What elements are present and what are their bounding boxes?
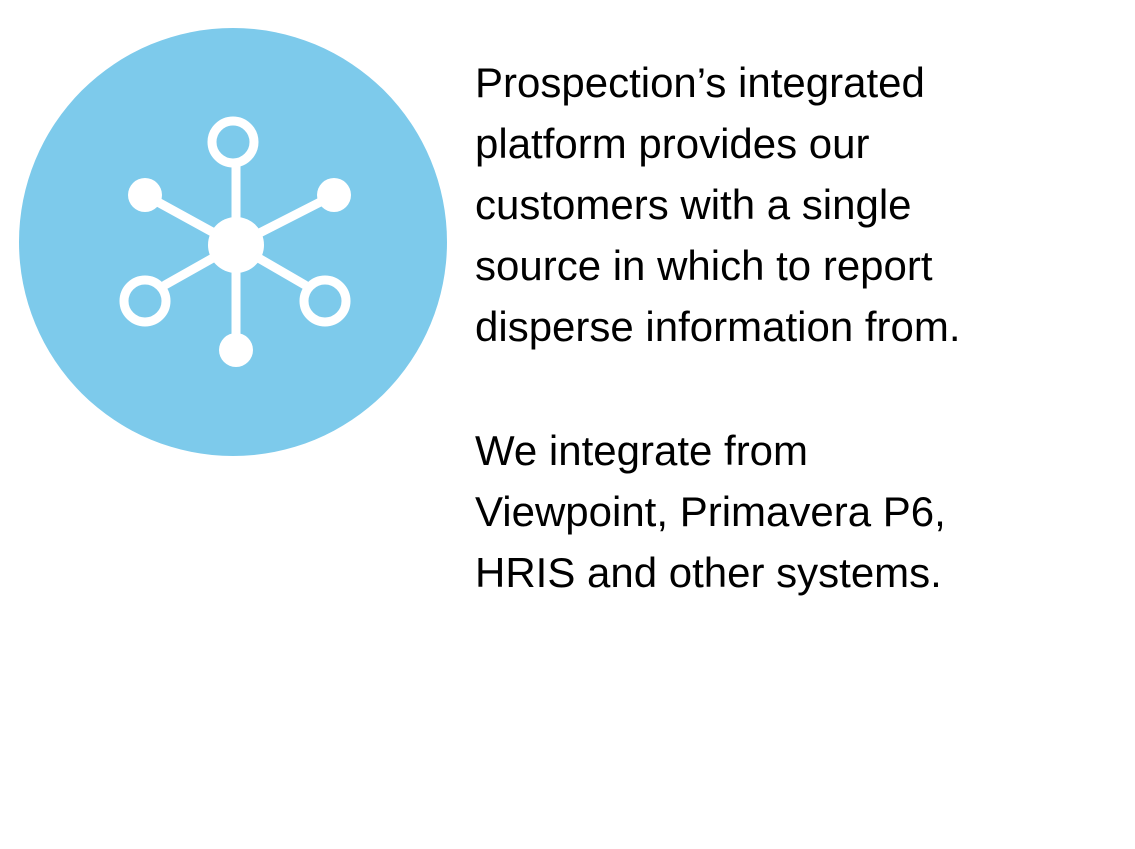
description-line: source in which to report <box>475 242 933 289</box>
node-lower-right-ring <box>299 275 351 327</box>
node-top-ring <box>207 116 259 168</box>
node-bottom-dot <box>219 333 253 367</box>
description-line: disperse information from. <box>475 303 961 350</box>
node-upper-left-dot <box>128 178 162 212</box>
network-badge <box>19 28 447 456</box>
integrations-line: We integrate from <box>475 427 809 474</box>
node-lower-left-ring <box>119 275 171 327</box>
integrations-description: We integrate from Viewpoint, Primavera P… <box>475 420 1095 603</box>
platform-description: Prospection’s integrated platform provid… <box>475 52 1095 357</box>
text-block: Prospection’s integrated platform provid… <box>475 52 1095 603</box>
node-upper-right-dot <box>317 178 351 212</box>
description-line: Prospection’s integrated <box>475 59 925 106</box>
integrations-line: Viewpoint, Primavera P6, <box>475 488 946 535</box>
description-line: customers with a single <box>475 181 912 228</box>
network-hub-icon <box>19 28 447 456</box>
integrations-line: HRIS and other systems. <box>475 549 942 596</box>
paragraph-spacer <box>475 357 1095 420</box>
hub-node <box>208 217 264 273</box>
description-line: platform provides our <box>475 120 870 167</box>
